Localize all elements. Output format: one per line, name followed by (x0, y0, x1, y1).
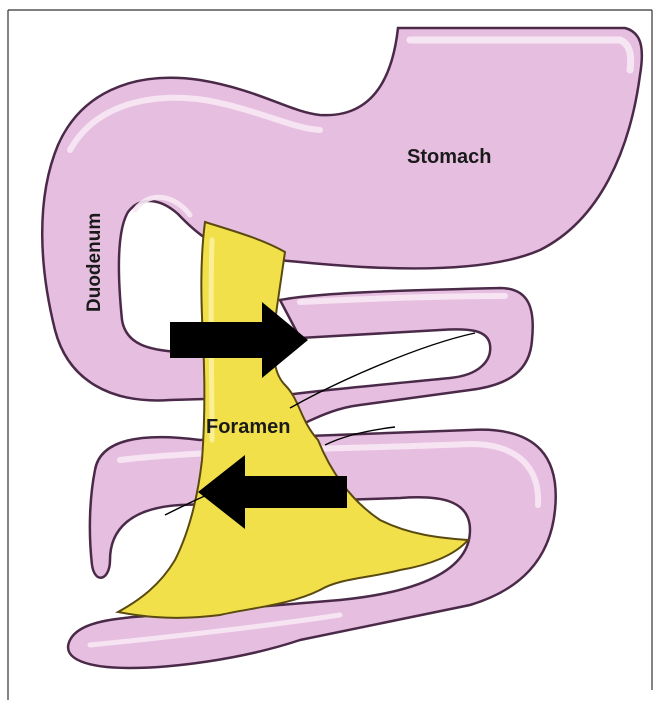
foramen-label: Foramen (206, 416, 290, 438)
stomach-duodenum (42, 28, 642, 400)
foramen-membrane (118, 222, 468, 618)
duodenum-label: Duodenum (84, 213, 105, 312)
stomach-label: Stomach (407, 146, 491, 168)
